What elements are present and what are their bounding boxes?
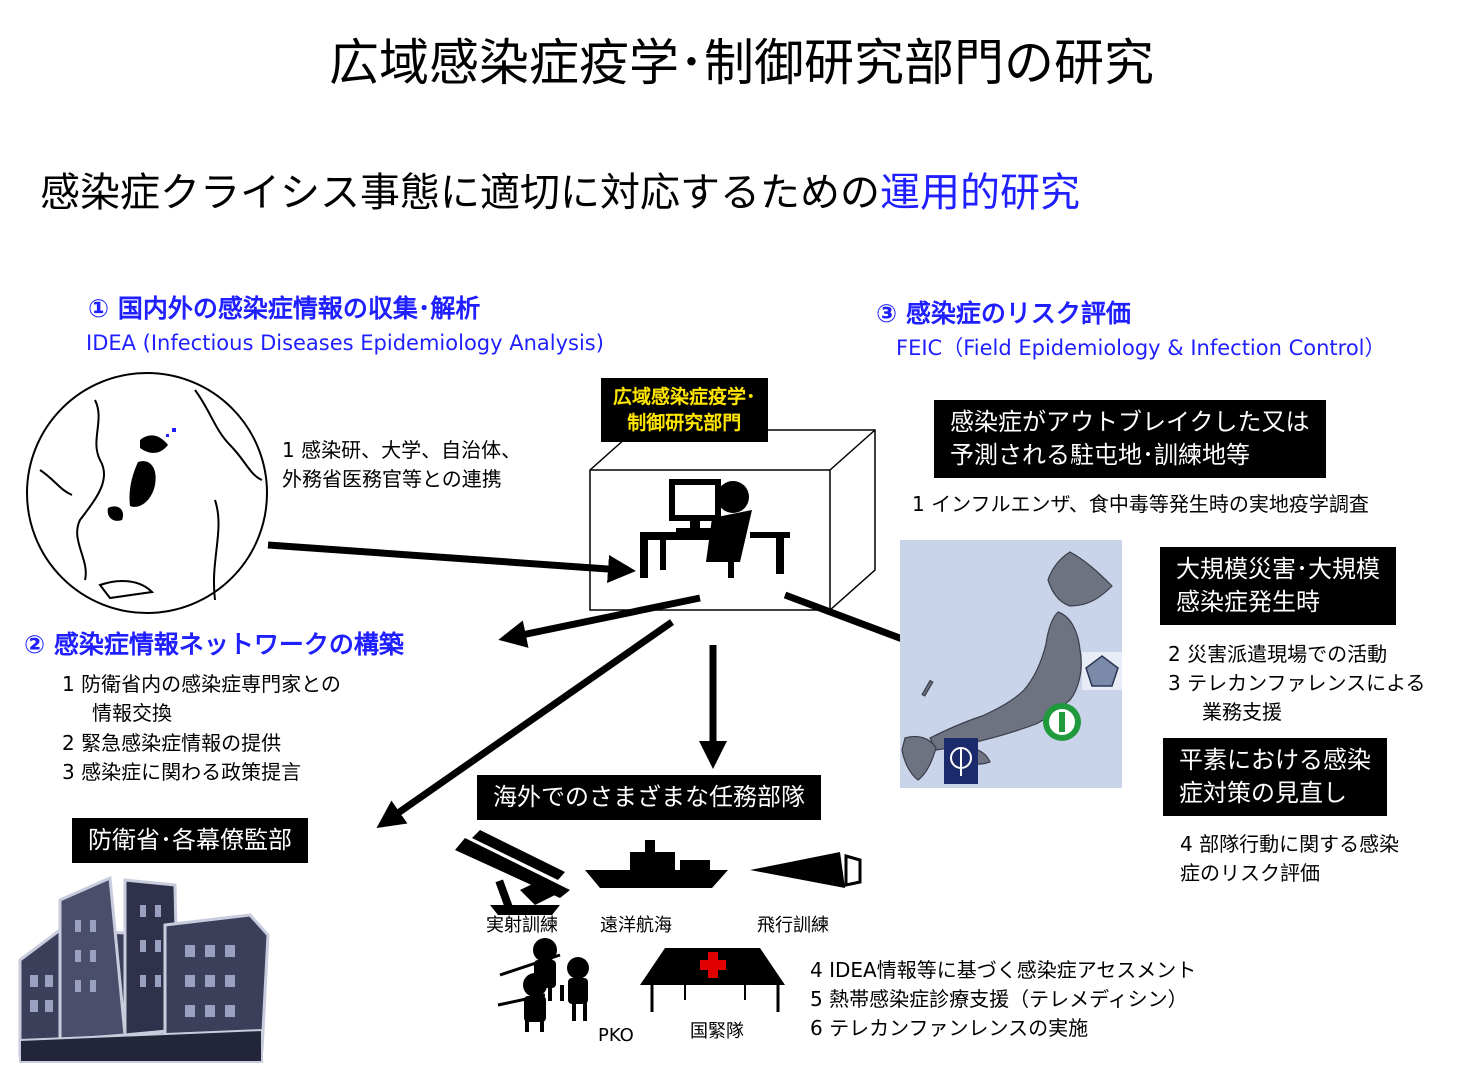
- medical-school-emblem-icon: [1043, 703, 1081, 741]
- missile-launcher-icon: [455, 830, 570, 915]
- ship-icon: [585, 840, 728, 888]
- disaster-item3-line2: 業務支援: [1202, 700, 1282, 724]
- caption-pko: PKO: [598, 1025, 634, 1046]
- overseas-item6: 6 テレカンファンレンスの実施: [810, 1016, 1089, 1040]
- page-subtitle: 感染症クライシス事態に適切に対応するための運用的研究: [40, 165, 1080, 221]
- peacetime-label: 平素における感染 症対策の見直し: [1163, 738, 1387, 816]
- section1-subheading: IDEA (Infectious Diseases Epidemiology A…: [86, 331, 604, 355]
- caption-flight: 飛行訓練: [757, 915, 829, 936]
- center-label-line1: 広域感染症疫学･: [613, 386, 756, 408]
- section2-item3: 3 感染症に関わる政策提言: [62, 760, 302, 784]
- peacetime-label-line1: 平素における感染: [1179, 746, 1371, 774]
- pko-soldiers-icon: [497, 938, 589, 1032]
- relief-tent-icon: [640, 948, 785, 1012]
- section3-heading: ③ 感染症のリスク評価: [876, 299, 1131, 328]
- ministry-label: 防衛省･各幕僚監部: [72, 818, 308, 863]
- disaster-item2: 2 災害派遣現場での活動: [1168, 642, 1388, 666]
- disaster-label-line1: 大規模災害･大規模: [1176, 555, 1380, 583]
- disaster-label-line2: 感染症発生時: [1176, 588, 1320, 616]
- section2-item2: 2 緊急感染症情報の提供: [62, 731, 282, 755]
- center-label: 広域感染症疫学･ 制御研究部門: [601, 378, 768, 442]
- section1-item1-line1: 1 感染研、大学、自治体、: [282, 438, 522, 462]
- center-label-line2: 制御研究部門: [627, 412, 742, 434]
- outbreak-label-line2: 予測される駐屯地･訓練地等: [950, 441, 1250, 469]
- disaster-item3-line1: 3 テレカンファレンスによる: [1168, 671, 1426, 695]
- section1-heading: ① 国内外の感染症情報の収集･解析: [88, 294, 481, 323]
- subtitle-highlight: 運用的研究: [880, 170, 1080, 216]
- aircraft-icon: [750, 852, 862, 888]
- section2-heading: ② 感染症情報ネットワークの構築: [24, 630, 404, 659]
- overseas-item4: 4 IDEA情報等に基づく感染症アセスメント: [810, 958, 1197, 982]
- globe-icon: [26, 372, 268, 614]
- japan-map: [900, 540, 1122, 788]
- section2-item1: 1 防衛省内の感染症専門家との 情報交換: [62, 670, 341, 728]
- outbreak-item1: 1 インフルエンザ、食中毒等発生時の実地疫学調査: [912, 492, 1369, 516]
- subtitle-prefix: 感染症クライシス事態に適切に対応するための: [40, 170, 880, 216]
- section1-item1-line2: 外務省医務官等との連携: [282, 467, 502, 491]
- disaster-item3: 3 テレカンファレンスによる 業務支援: [1168, 669, 1425, 727]
- overseas-item5: 5 熱帯感染症診療支援（テレメディシン）: [810, 987, 1188, 1011]
- msdf-emblem-icon: [944, 738, 978, 784]
- caption-intl-relief: 国緊隊: [690, 1021, 744, 1042]
- peacetime-label-line2: 症対策の見直し: [1179, 779, 1347, 807]
- section3-subheading: FEIC（Field Epidemiology & Infection Cont…: [896, 336, 1386, 360]
- page-title: 広域感染症疫学･制御研究部門の研究: [329, 34, 1154, 92]
- section1-item1: 1 感染研、大学、自治体、 外務省医務官等との連携: [282, 436, 521, 494]
- peacetime-item4-line2: 症のリスク評価: [1180, 861, 1320, 885]
- disaster-label: 大規模災害･大規模 感染症発生時: [1160, 547, 1396, 625]
- outbreak-label: 感染症がアウトブレイクした又は 予測される駐屯地･訓練地等: [934, 400, 1326, 478]
- section2-item1-line1: 1 防衛省内の感染症専門家との: [62, 672, 341, 696]
- caption-live-fire: 実射訓練: [486, 915, 558, 936]
- outbreak-label-line1: 感染症がアウトブレイクした又は: [950, 408, 1310, 436]
- researcher-at-computer-icon: [640, 479, 790, 578]
- overseas-label: 海外でのさまざまな任務部隊: [477, 775, 821, 820]
- peacetime-item4-line1: 4 部隊行動に関する感染: [1180, 832, 1400, 856]
- ministry-building-icon: [18, 875, 270, 1063]
- peacetime-item4: 4 部隊行動に関する感染 症のリスク評価: [1180, 830, 1399, 888]
- caption-ocean-voyage: 遠洋航海: [600, 915, 672, 936]
- jsdf-emblem-icon: [1082, 652, 1122, 690]
- section2-item1-line2: 情報交換: [92, 701, 172, 725]
